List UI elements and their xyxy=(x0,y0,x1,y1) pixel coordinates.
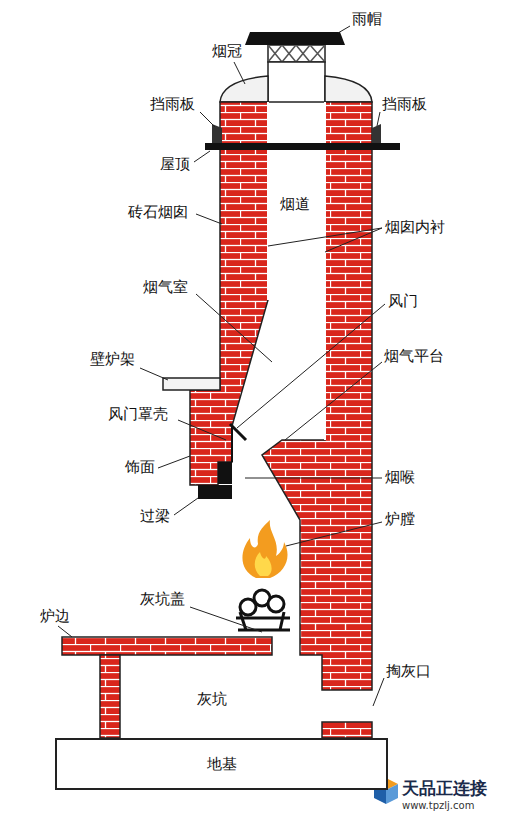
part-label: 烟道 xyxy=(280,195,310,213)
part-label: 风门 xyxy=(388,292,418,310)
part-label: 砖石烟囱 xyxy=(128,203,188,221)
logs-grate xyxy=(236,590,290,630)
part-label: 烟喉 xyxy=(385,468,415,486)
part-label: 屋顶 xyxy=(160,155,190,173)
node-text: 地基 xyxy=(207,755,237,774)
part-label: 灰坑 xyxy=(197,690,227,708)
part-label: 饰面 xyxy=(125,458,155,476)
rain-cap xyxy=(245,32,345,62)
part-label: 烟冠 xyxy=(212,42,242,60)
part-label: 掏灰口 xyxy=(386,662,431,680)
part-label: 烟气室 xyxy=(143,278,188,296)
part-label: 挡雨板 xyxy=(382,95,427,113)
watermark: 天品正连接 xyxy=(402,779,487,797)
foundation-box: 地基 xyxy=(55,738,388,790)
part-label: 烟囱内衬 xyxy=(385,218,445,236)
part-label: 炉边 xyxy=(40,607,70,625)
part-label: 过梁 xyxy=(140,507,170,525)
part-label: 雨帽 xyxy=(352,10,382,28)
part-label: 风门罩壳 xyxy=(108,405,168,423)
leader-lines xyxy=(58,26,385,706)
part-label: 壁炉架 xyxy=(90,350,135,368)
part-label: 烟气平台 xyxy=(384,347,444,365)
fire-flame xyxy=(242,520,287,578)
watermark: www.tpzlj.com xyxy=(402,800,474,812)
part-label: 挡雨板 xyxy=(150,95,195,113)
part-label: 灰坑盖 xyxy=(140,590,185,608)
part-label: 炉膛 xyxy=(385,510,415,528)
